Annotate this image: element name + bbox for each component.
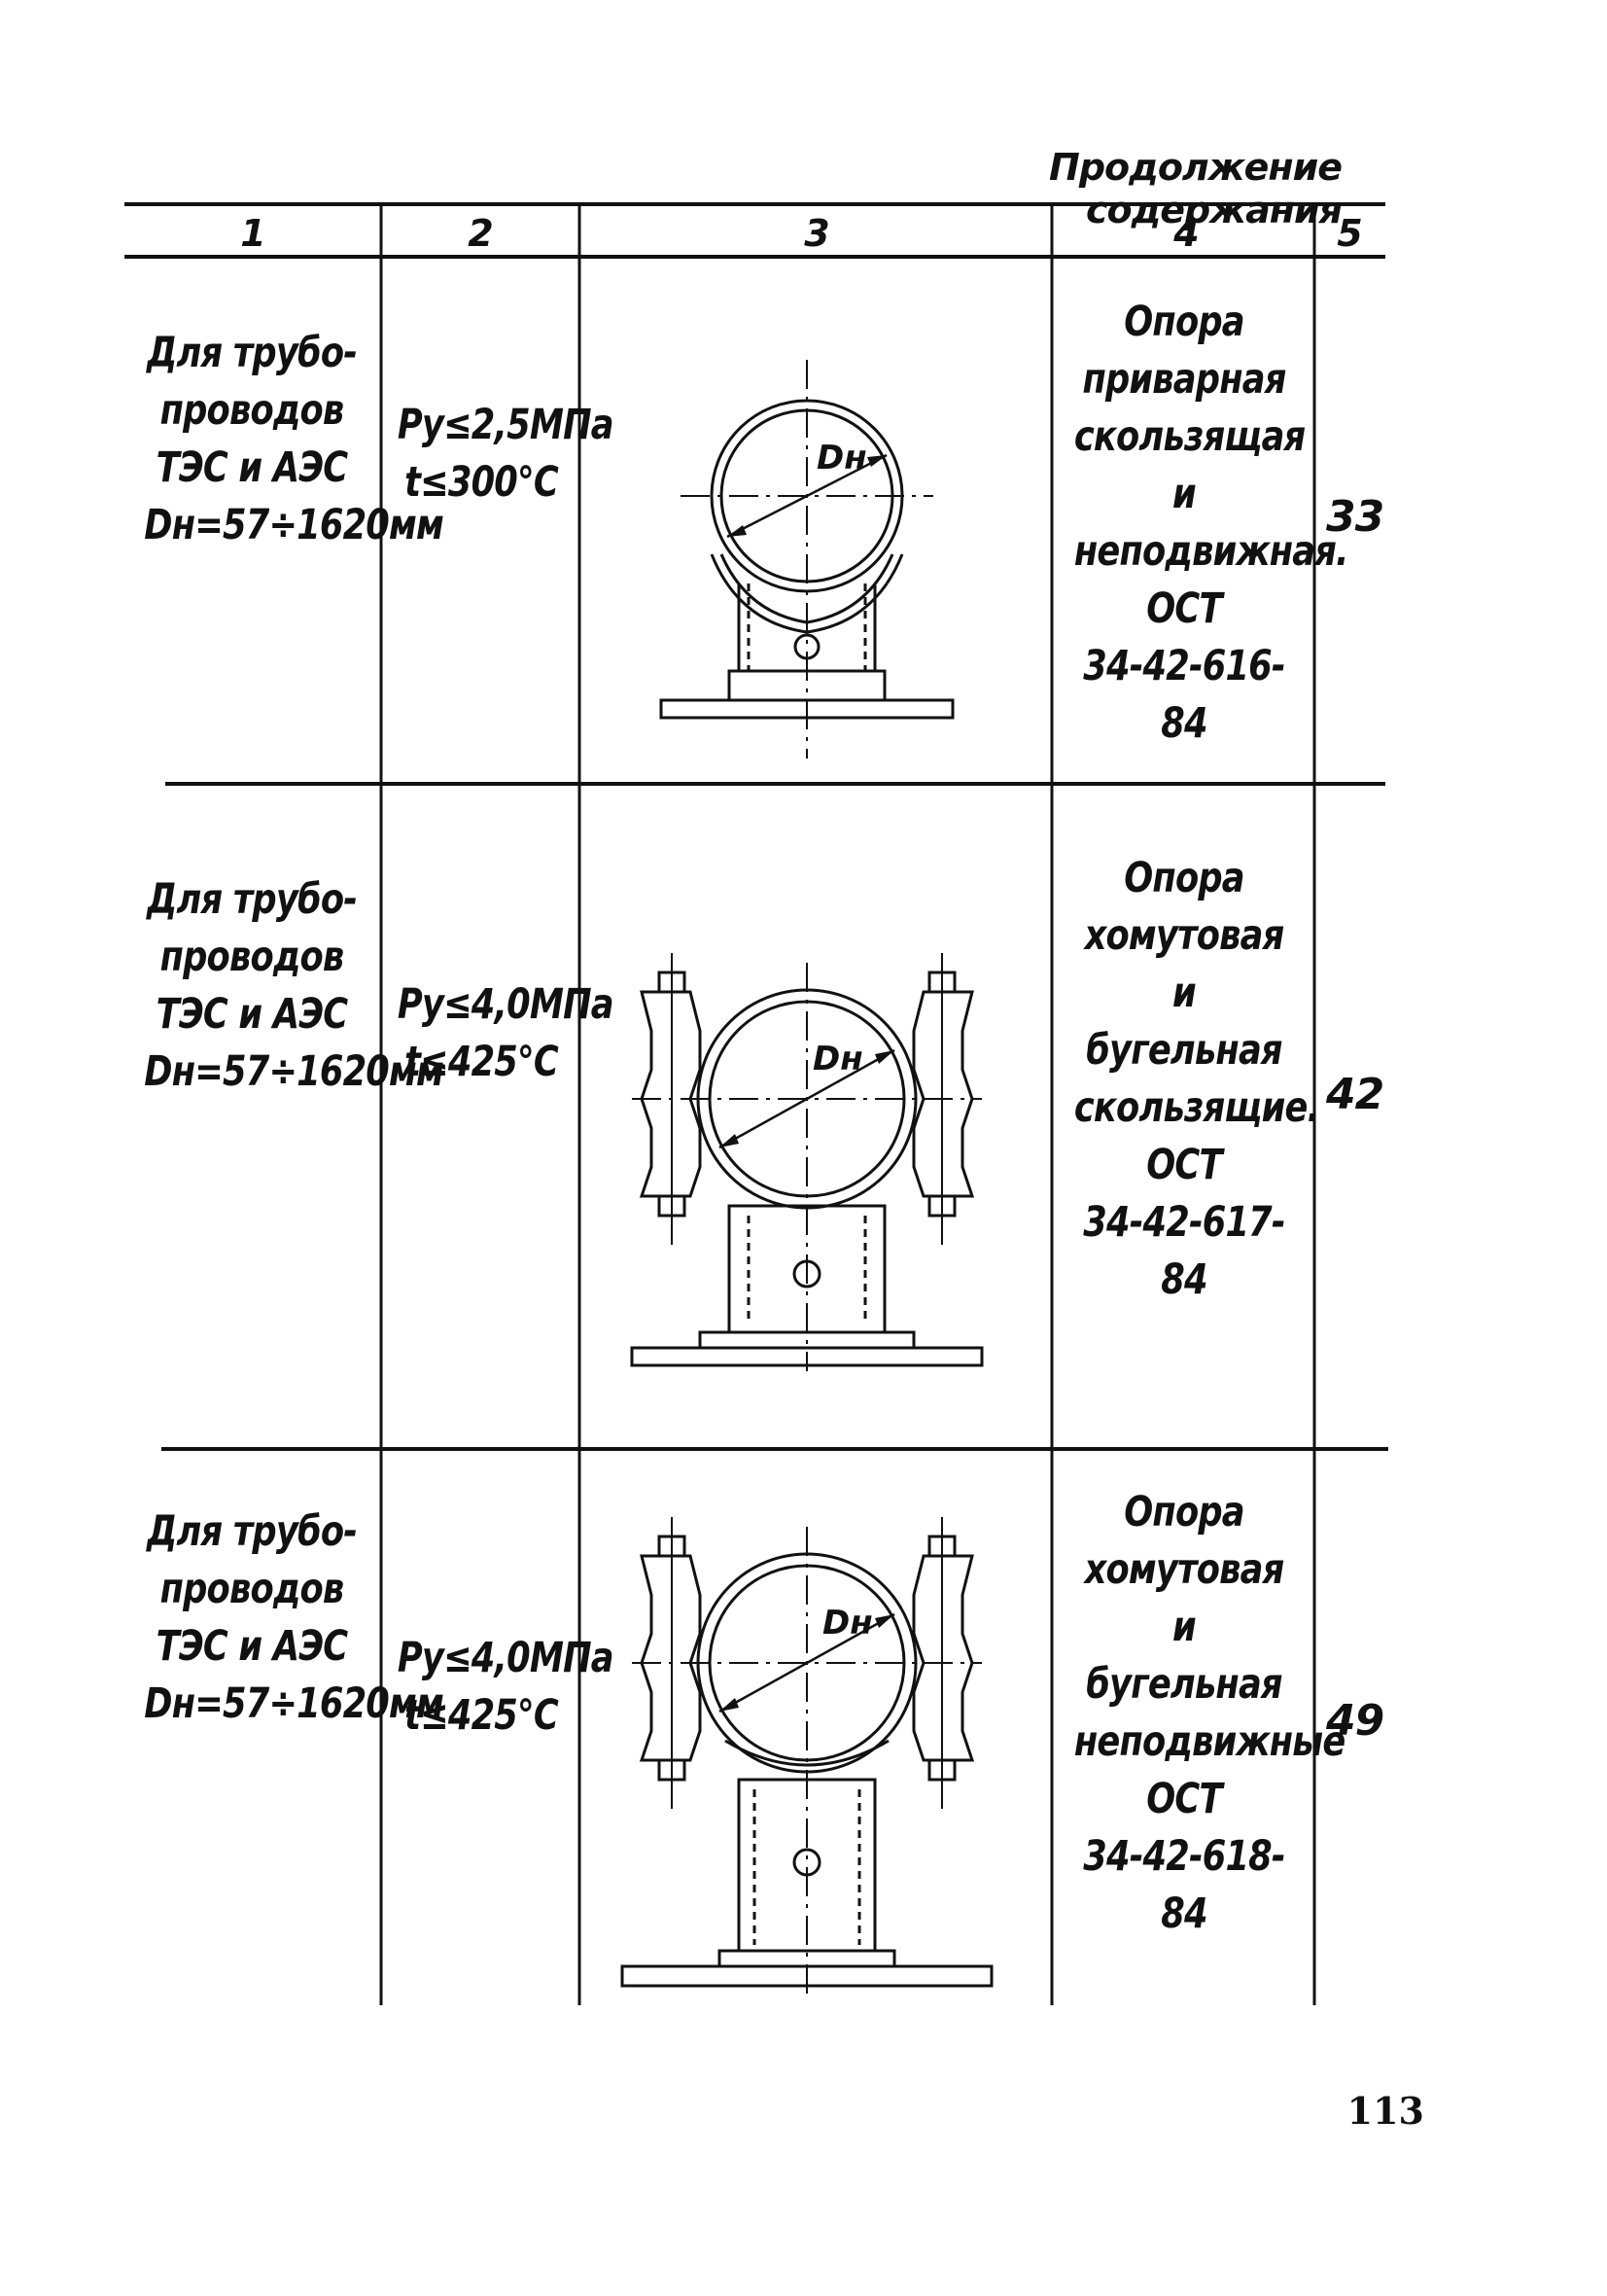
row2-purpose: Для трубо- проводов ТЭС и АЭС Dн=57÷1620… — [144, 875, 444, 1096]
page-number: 113 — [1346, 2089, 1424, 2133]
row1-purpose: Для трубо- проводов ТЭС и АЭС Dн=57÷1620… — [144, 329, 444, 549]
row1-designation: Опора приварная скользящая и неподвижная… — [1073, 298, 1349, 748]
row1-drawing: Dн — [659, 360, 955, 759]
row1-page-ref: 33 — [1326, 492, 1384, 542]
row2-parameters: Py≤4,0МПа t≤425°С — [397, 980, 614, 1086]
header-col-1: 1 — [240, 212, 265, 255]
header-col-3: 3 — [804, 212, 829, 255]
header-col-2: 2 — [468, 212, 493, 255]
row3-drawing: Dн — [620, 1517, 994, 1994]
row1-dn-label: Dн — [817, 439, 867, 477]
row3-designation: Опора хомутовая и бугельная неподвижные … — [1073, 1488, 1345, 1938]
row2-designation: Опора хомутовая и бугельная скользящие. … — [1073, 854, 1320, 1304]
row3-purpose: Для трубо- проводов ТЭС и АЭС Dн=57÷1620… — [144, 1507, 444, 1728]
caption: Продолжение содержания — [1049, 146, 1343, 231]
row3-dn-label: Dн — [822, 1604, 873, 1643]
row1-parameters: Py≤2,5МПа t≤300°С — [397, 401, 614, 507]
row3-parameters: Py≤4,0МПа t≤425°С — [397, 1634, 614, 1740]
row2-page-ref: 42 — [1326, 1070, 1384, 1119]
header-col-4: 4 — [1173, 212, 1199, 255]
header-col-5: 5 — [1337, 212, 1362, 255]
row3-page-ref: 49 — [1326, 1696, 1384, 1746]
row2-drawing: Dн — [630, 953, 984, 1371]
row2-dn-label: Dн — [813, 1040, 863, 1078]
